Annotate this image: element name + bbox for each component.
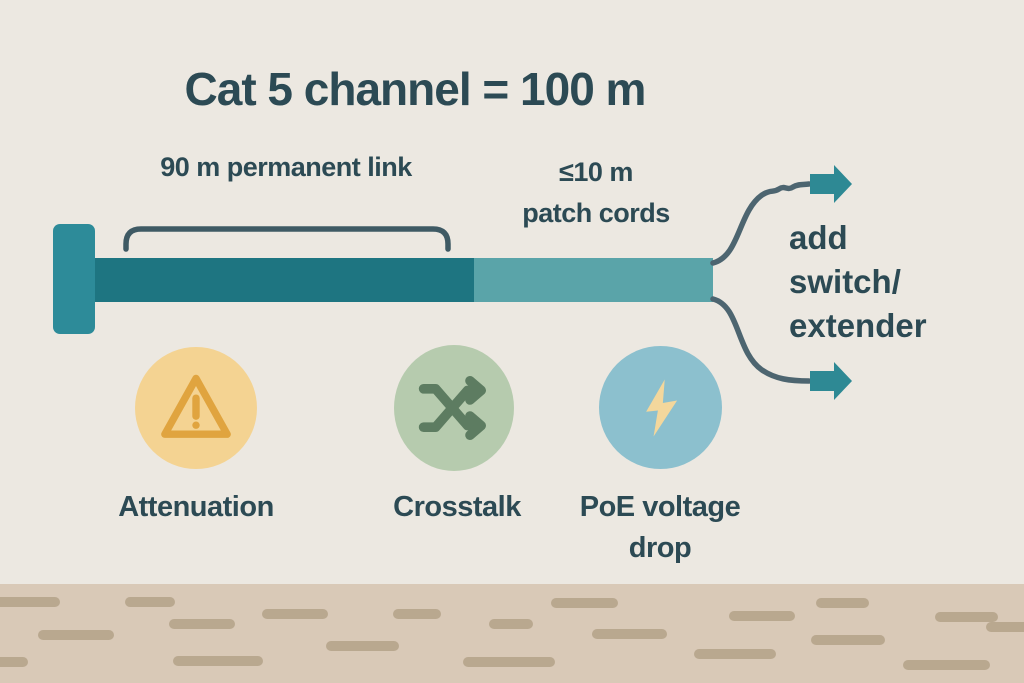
crossed-arrows-icon: [418, 376, 486, 440]
floor-plank-dash: [393, 609, 441, 619]
patch-cords-label: ≤10 m patch cords: [486, 152, 706, 234]
right-arrow-icon: [810, 165, 852, 203]
floor-plank-dash: [125, 597, 175, 607]
floor-plank-dash: [729, 611, 795, 621]
floor-plank-dash: [986, 622, 1024, 632]
floor-plank-dash: [811, 635, 885, 645]
floor-plank-dash: [0, 597, 60, 607]
floor-plank-dash: [551, 598, 618, 608]
endpoint-label-line3: extender: [789, 307, 927, 344]
patch-cords-label-line1: ≤10 m: [559, 157, 633, 187]
attenuation-circle: [135, 347, 257, 469]
permanent-link-label: 90 m permanent link: [160, 152, 412, 182]
floor-plank-dash: [903, 660, 990, 670]
crosstalk-circle: [394, 345, 514, 471]
right-arrow-icon: [810, 362, 852, 400]
floor-plank-dash: [694, 649, 776, 659]
page-title: Cat 5 channel = 100 m: [184, 63, 647, 115]
permanent-link-segment: [95, 258, 474, 302]
floor-plank-dash: [0, 657, 28, 667]
floor-plank-dash: [463, 657, 555, 667]
floor-strip: [0, 584, 1024, 683]
poe-voltage-drop-label: PoE voltage drop: [579, 491, 741, 564]
floor-plank-dash: [262, 609, 328, 619]
floor-plank-dash: [489, 619, 533, 629]
floor-plank-dash: [935, 612, 998, 622]
cable-end-connector: [53, 224, 95, 334]
attenuation-label: Attenuation: [118, 491, 274, 523]
endpoint-label-line2: switch/: [789, 263, 901, 300]
poe-voltage-drop-circle: [599, 346, 722, 469]
lightning-bolt-icon: [645, 378, 677, 437]
floor-plank-dash: [592, 629, 667, 639]
patch-cords-label-line2: patch cords: [522, 198, 670, 228]
floor-plank-dash: [169, 619, 235, 629]
floor-plank-dash: [38, 630, 114, 640]
crosstalk-label: Crosstalk: [393, 491, 521, 523]
floor-plank-dash: [816, 598, 869, 608]
floor-plank-dash: [173, 656, 263, 666]
add-switch-extender-label: add switch/ extender: [789, 216, 1009, 348]
permanent-link-bracket: [123, 226, 451, 252]
floor-plank-dash: [326, 641, 399, 651]
warning-triangle-icon: [161, 374, 231, 438]
patch-cord-segment: [474, 258, 713, 302]
endpoint-label-line1: add: [789, 219, 848, 256]
